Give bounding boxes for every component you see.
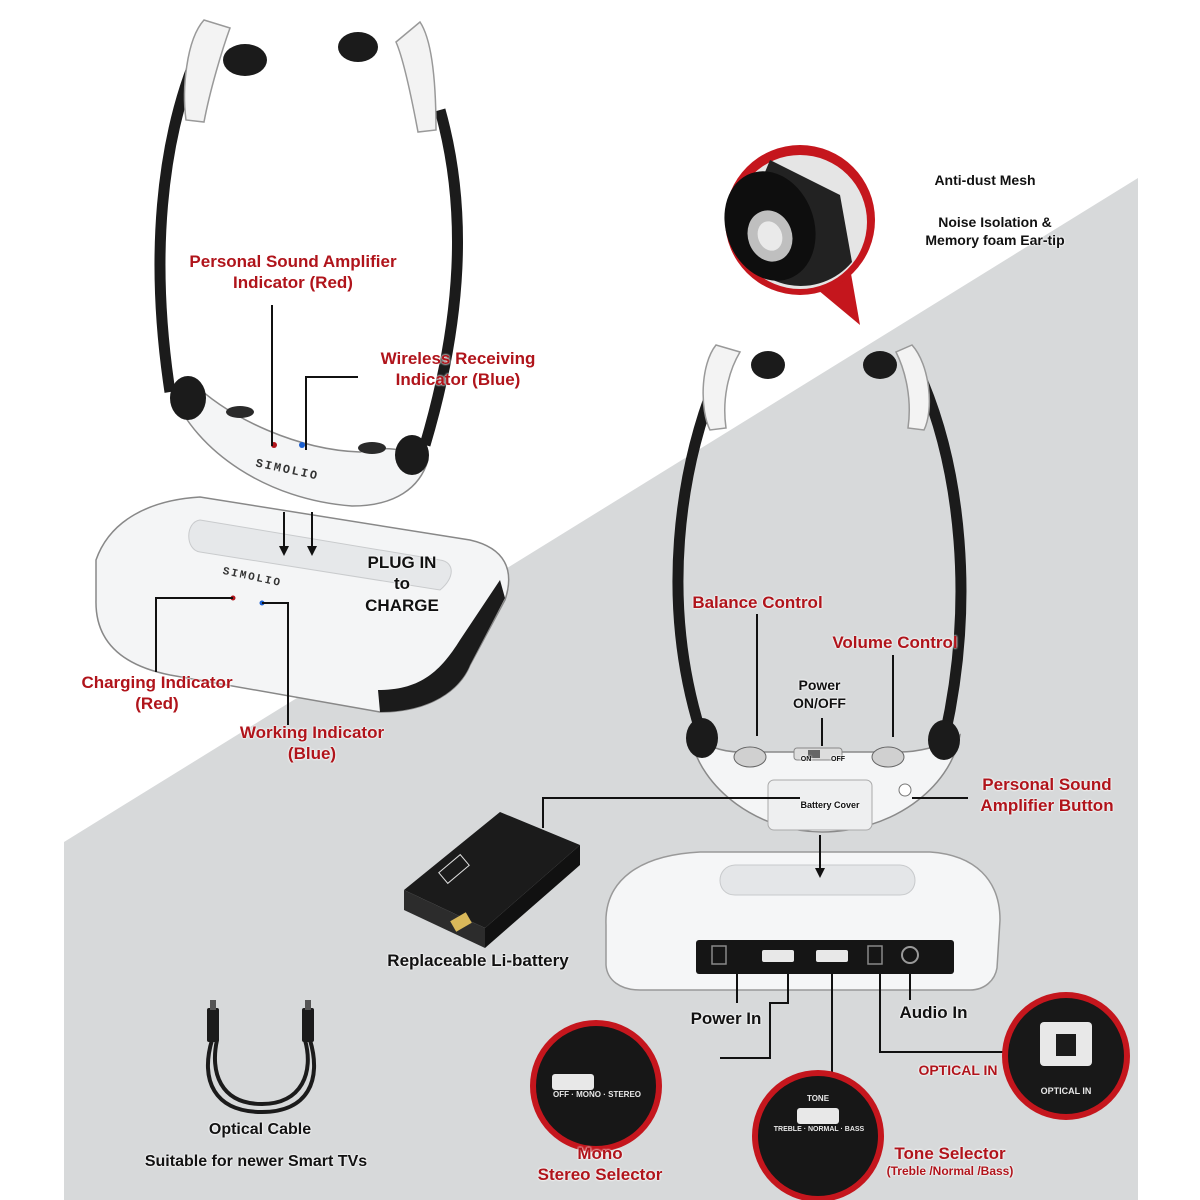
tone-switch-title: TONE	[806, 1094, 830, 1103]
optical-cable-label: Optical Cable	[208, 1121, 312, 1138]
optical-port-icon	[1002, 992, 1130, 1120]
audio-in-label: Audio In	[899, 1003, 968, 1022]
charge-arrow	[815, 868, 825, 878]
balance-control-label: Balance Control	[692, 593, 823, 612]
ear-tip-icon	[724, 145, 875, 325]
on-label: ON	[800, 756, 812, 763]
right-charger	[605, 851, 1001, 991]
mono-stereo-zoom	[530, 1020, 662, 1152]
optical-cable-icon	[206, 1000, 317, 1115]
anti-dust-label: Anti-dust Mesh	[934, 172, 1036, 188]
volume-control-label: Volume Control	[832, 633, 958, 652]
tone-selector-label: Tone Selector	[894, 1144, 1006, 1163]
right-headset	[672, 344, 967, 833]
left-charger	[95, 496, 510, 713]
tone-zoom	[752, 1070, 884, 1200]
smart-tvs-label: Suitable for newer Smart TVs	[144, 1153, 368, 1170]
left-callout-arrows	[279, 546, 317, 556]
off-label: OFF	[831, 756, 845, 763]
working-indicator-label: Working Indicator(Blue)	[239, 723, 385, 764]
tone-switch-text: TREBLE · NORMAL · BASS	[773, 1126, 865, 1133]
tone-selector-sub: (Treble /Normal /Bass)	[886, 1164, 1014, 1178]
left-callout-lines	[155, 305, 358, 725]
battery-icon	[404, 812, 580, 948]
charging-indicator-label: Charging Indicator(Red)	[81, 673, 233, 714]
replaceable-battery-label: Replaceable Li-battery	[387, 951, 569, 970]
mono-stereo-switch-text: OFF · MONO · STEREO	[553, 1090, 641, 1099]
power-in-label: Power In	[690, 1009, 762, 1028]
right-callout-lines	[542, 614, 1010, 1110]
optical-in-label: OPTICAL IN	[918, 1062, 998, 1078]
battery-cover-label: Battery Cover	[800, 800, 860, 810]
left-headset	[154, 19, 464, 507]
optical-plate-text: OPTICAL IN	[1040, 1086, 1092, 1096]
noise-isolation-label: Noise Isolation &Memory foam Ear-tip	[925, 214, 1065, 248]
